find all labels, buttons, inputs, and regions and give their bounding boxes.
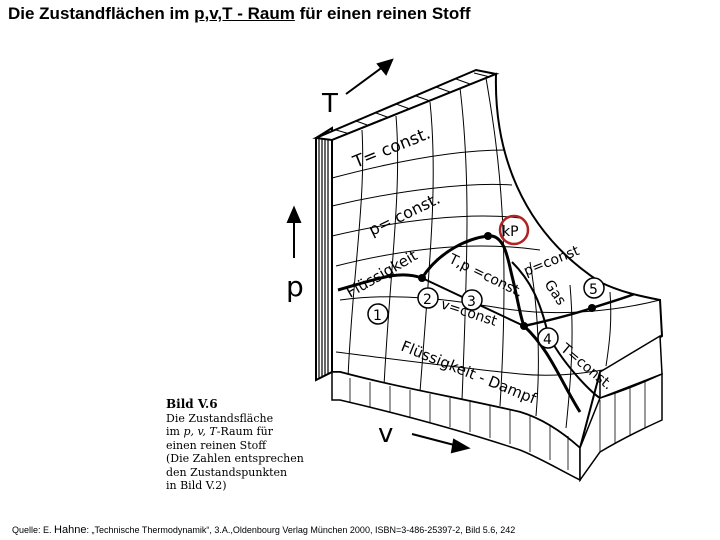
state-points: 1 2 3 4 5 xyxy=(367,274,605,349)
state-label-2: 2 xyxy=(423,292,432,308)
source-post: : „Technische Thermodynamik“, 3.A.,Olden… xyxy=(86,525,516,535)
caption-line-2-post: -Raum für xyxy=(216,425,273,438)
critical-point-dot xyxy=(484,232,492,240)
state-label-1: 1 xyxy=(373,308,382,324)
state-marker-5 xyxy=(583,277,605,299)
title-emphasis: p,v,T - Raum xyxy=(194,4,295,23)
state-marker-3 xyxy=(461,289,483,311)
caption-line-4: (Die Zahlen entsprechen xyxy=(166,452,304,465)
title-suffix: für einen reinen Stoff xyxy=(294,4,471,23)
state-marker-4 xyxy=(537,327,559,349)
caption-line-6: in Bild V.2) xyxy=(166,479,227,492)
caption-line-5: den Zustandspunkten xyxy=(166,465,288,479)
axis-label-p: p xyxy=(286,270,304,303)
source-author: Hahne xyxy=(54,524,87,536)
state-marker-1 xyxy=(367,303,389,325)
label-kp: kP xyxy=(502,224,519,240)
state-label-4: 4 xyxy=(543,332,552,348)
state-marker-2 xyxy=(417,287,439,309)
state-label-3: 3 xyxy=(467,294,476,310)
source-pre: Quelle: E. xyxy=(12,525,55,535)
axis-label-v: v xyxy=(378,419,393,449)
caption-line-2-pre: im xyxy=(166,425,184,438)
state-dot-2 xyxy=(418,274,426,282)
axis-arrows xyxy=(286,58,471,454)
title-prefix: Die Zustandflächen im xyxy=(8,4,195,23)
state-dot-5 xyxy=(588,304,596,312)
front-base xyxy=(331,334,663,483)
critical-point-highlight xyxy=(498,214,530,246)
left-wall xyxy=(315,126,333,382)
caption-head: Bild V.6 xyxy=(166,397,218,411)
caption-line-1: Die Zustandsfläche xyxy=(166,411,274,425)
page-title: Die Zustandflächen im p,v,T - Raum für e… xyxy=(8,4,471,24)
caption-line-2-vars: p, v, T xyxy=(183,425,217,438)
caption-line-2: im p, v, T-Raum für xyxy=(166,425,326,439)
axis-label-t: T xyxy=(321,89,338,119)
figure-caption: Bild V.6 Die Zustandsfläche im p, v, T-R… xyxy=(166,397,326,493)
source-citation: Quelle: E. Hahne: „Technische Thermodyna… xyxy=(12,524,515,536)
state-label-5: 5 xyxy=(589,282,598,298)
caption-line-3: einen reinen Stoff xyxy=(166,438,267,452)
state-dot-4 xyxy=(520,322,528,330)
